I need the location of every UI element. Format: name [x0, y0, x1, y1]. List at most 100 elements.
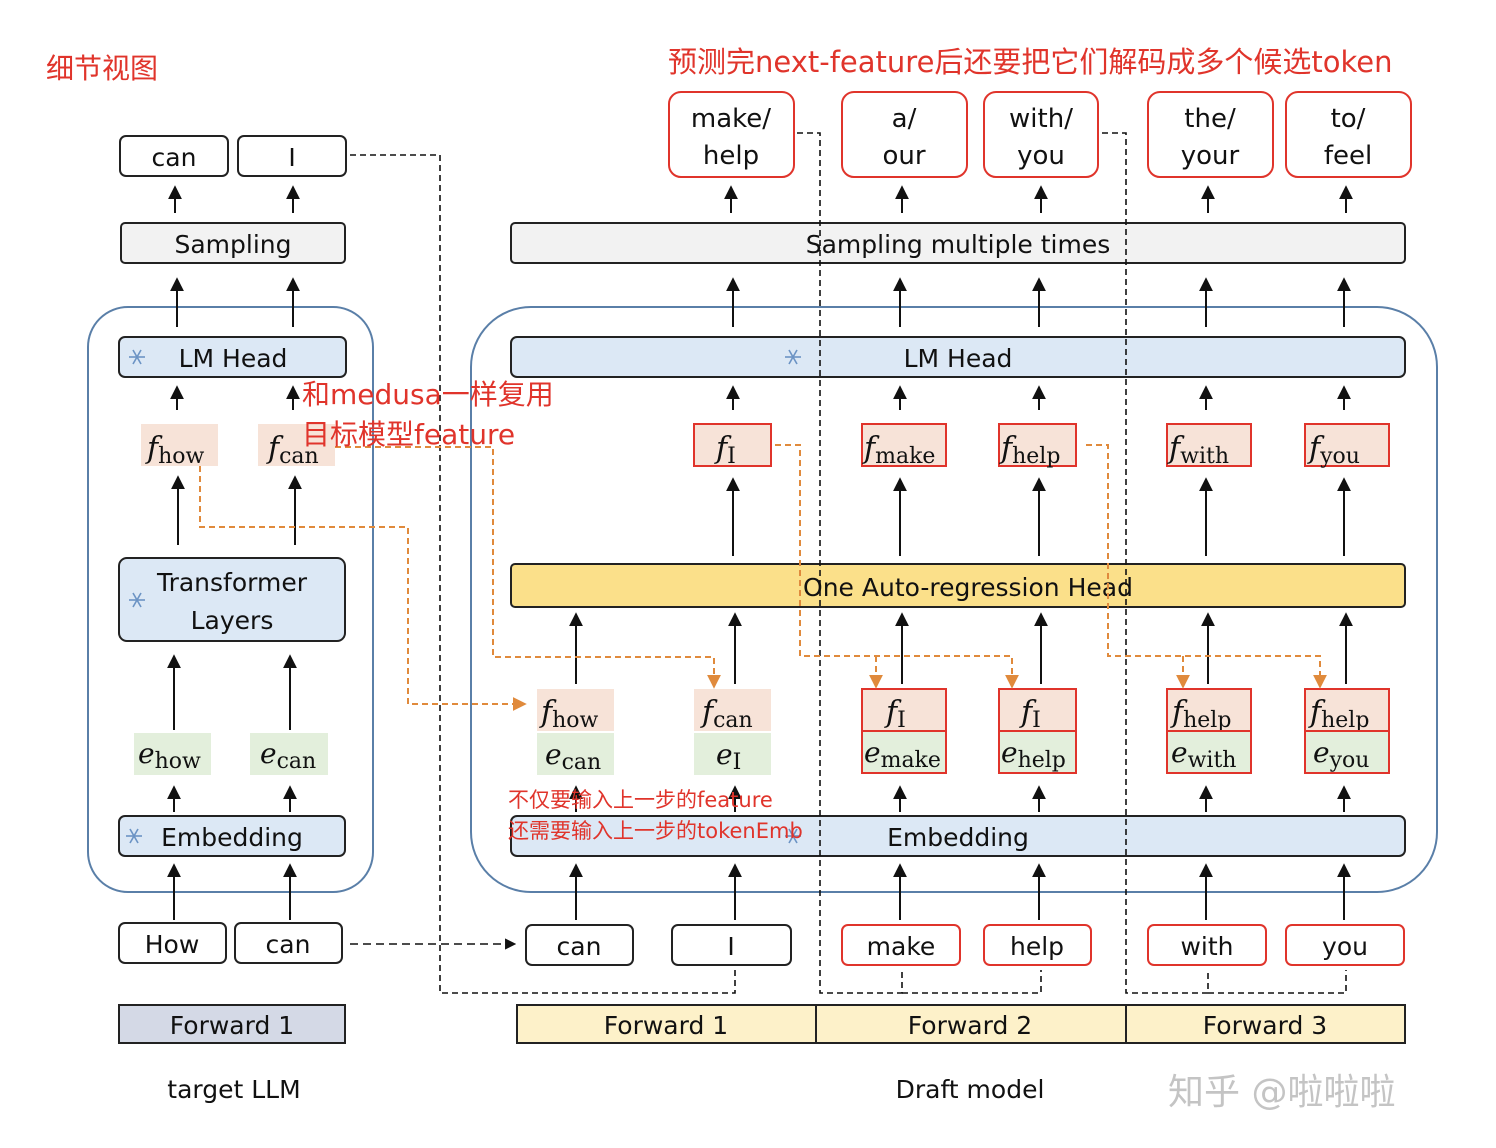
draft-in-feature-box [537, 689, 614, 731]
transformer-label-line2: Layers [191, 606, 274, 635]
candidate-line: with/ [1009, 104, 1073, 134]
draft-out-feature-box [693, 423, 772, 467]
target-transformer-box [118, 557, 346, 642]
feature-reuse-arrows [199, 444, 1327, 711]
candidate-box [1285, 91, 1412, 178]
draft-input-token: help [1010, 932, 1064, 961]
target-sampling-label: Sampling [174, 230, 291, 259]
target-input-token: How [145, 930, 200, 959]
draft-input-token-box [525, 924, 634, 966]
target-llm-caption: target LLM [167, 1075, 300, 1104]
draft-lm-head-box [510, 336, 1406, 378]
target-output-token-box [119, 135, 229, 177]
candidate-box [841, 91, 968, 178]
draft-input-token-box [671, 924, 792, 966]
draft-forward-bar: Forward 1 Forward 2 Forward 3 [516, 1004, 1406, 1044]
candidate-box [668, 91, 795, 178]
target-flow-arrows [167, 185, 302, 920]
auto-regression-head-box [510, 563, 1406, 608]
candidate-line: feel [1324, 141, 1372, 171]
draft-input-tokens: can I make help with you [525, 924, 1405, 966]
target-input-token: can [266, 930, 311, 959]
draft-in-embedding: eI [716, 738, 741, 775]
target-embedding-box [118, 815, 346, 857]
draft-in-embedding-box [998, 730, 1077, 774]
target-input-token-box [118, 922, 227, 964]
input-note-line2: 还需要输入上一步的tokenEmb [508, 819, 803, 843]
watermark: 知乎 @啦啦啦 [1168, 1072, 1395, 1113]
target-model-frame [87, 306, 374, 893]
draft-in-embedding-box [1166, 730, 1252, 774]
draft-out-feature: fwith [1167, 431, 1229, 469]
target-embedding-how: ehow [138, 737, 201, 774]
target-feature-box [141, 424, 218, 466]
forward-step-label: Forward 1 [604, 1011, 728, 1040]
target-forward-label: Forward 1 [170, 1011, 294, 1040]
medusa-note-line1: 和medusa一样复用 [302, 378, 554, 411]
auto-regression-head-label: One Auto-regression Head [803, 573, 1133, 602]
draft-out-feature-box [1166, 423, 1252, 467]
draft-out-feature-box [998, 423, 1077, 467]
draft-in-embedding: emake [864, 736, 941, 773]
target-llm-panel: can I Sampling LM Head fhow fcan Transfo… [87, 135, 374, 1104]
target-embedding-label: Embedding [161, 823, 303, 852]
draft-out-feature: fyou [1307, 431, 1360, 469]
candidate-box [1147, 91, 1274, 178]
draft-input-token: you [1322, 932, 1368, 961]
target-embedding-vector-box [250, 733, 328, 775]
draft-embedding-box [510, 815, 1406, 857]
draft-model-caption: Draft model [896, 1075, 1045, 1104]
draft-input-token: I [727, 932, 734, 961]
dashed-connectors [350, 132, 1347, 994]
draft-in-embedding-box [694, 733, 771, 775]
draft-in-feature-box [694, 689, 771, 731]
forward-step-label: Forward 2 [908, 1011, 1032, 1040]
forward-bar-box [516, 1004, 1406, 1044]
target-lm-head-box [118, 336, 347, 378]
draft-lm-head-label: LM Head [904, 344, 1013, 373]
draft-sampling-label: Sampling multiple times [806, 230, 1111, 259]
draft-input-token-box [1147, 924, 1267, 966]
target-input-token-box [234, 922, 343, 964]
draft-input-token: can [557, 932, 602, 961]
target-forward-box [118, 1004, 346, 1044]
draft-embedding-label: Embedding [887, 823, 1029, 852]
target-sampling-box [120, 222, 346, 264]
draft-output-features: fI fmake fhelp fwith fyou [693, 423, 1390, 469]
target-lm-head-label: LM Head [179, 344, 288, 373]
forward-step-label: Forward 3 [1203, 1011, 1327, 1040]
candidate-line: make/ [691, 104, 771, 134]
draft-in-embedding-box [1304, 730, 1390, 774]
draft-input-token: with [1180, 932, 1233, 961]
view-title: 细节视图 [46, 52, 158, 85]
draft-in-embedding-box [861, 730, 947, 774]
draft-in-embedding: ecan [545, 738, 601, 775]
target-output-token-box [237, 135, 347, 177]
draft-input-token-box [1285, 924, 1405, 966]
candidate-line: to/ [1331, 104, 1366, 134]
candidate-line: your [1181, 141, 1240, 171]
draft-input-token: make [867, 932, 936, 961]
candidate-line: our [882, 141, 925, 171]
candidate-tokens: make/ help a/ our with/ you the/ your to… [668, 91, 1412, 178]
draft-in-embedding: eyou [1313, 736, 1369, 773]
draft-in-feature-box [1304, 688, 1390, 732]
draft-in-feature: fcan [700, 695, 753, 733]
draft-in-embedding-box [537, 733, 614, 775]
draft-out-feature-box [1304, 423, 1390, 467]
draft-in-embedding: ehelp [1001, 736, 1066, 773]
candidate-box [983, 91, 1099, 178]
transformer-label-line1: Transformer [156, 568, 308, 597]
draft-model-panel: make/ help a/ our with/ you the/ your to… [199, 91, 1438, 1104]
draft-input-stacks: fhow ecan fcan eI fI emake fI ehelp fhel… [537, 688, 1390, 775]
target-feature-box [258, 424, 335, 466]
medusa-note-line2: 目标模型feature [302, 418, 515, 451]
draft-out-feature-box [861, 423, 947, 467]
target-embedding-vector-box [134, 733, 211, 775]
draft-flow-arrows [569, 185, 1353, 920]
input-note-line1: 不仅要输入上一步的feature [508, 788, 773, 812]
draft-model-frame [470, 306, 1438, 893]
draft-input-token-box [983, 924, 1092, 966]
draft-sampling-box [510, 222, 1406, 264]
